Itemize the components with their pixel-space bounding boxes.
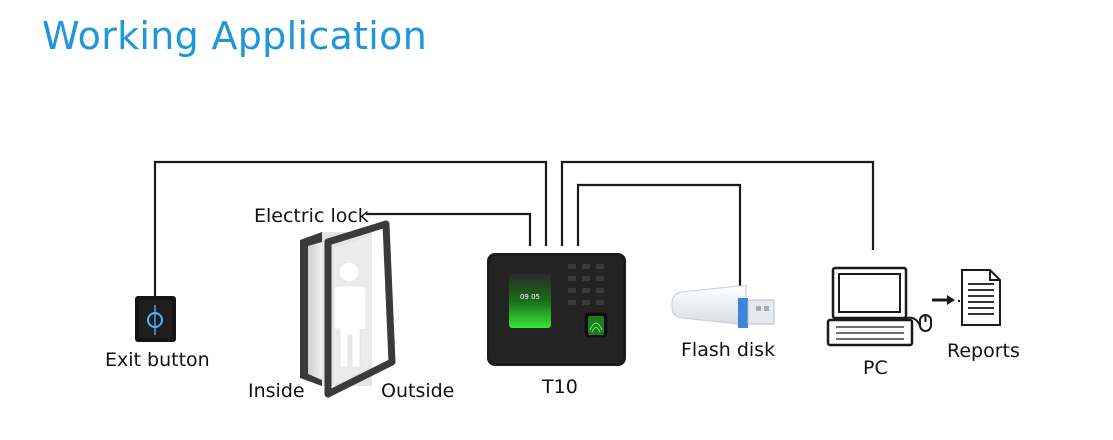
- label-pc: PC: [863, 357, 888, 379]
- arrow-icon: [932, 295, 961, 305]
- page-title: Working Application: [42, 14, 428, 58]
- fingerprint-terminal-icon: 09 05: [487, 253, 626, 366]
- label-exit-button: Exit button: [105, 349, 210, 371]
- wire-exit-button: [153, 160, 548, 296]
- label-device: T10: [542, 376, 578, 398]
- label-electric-lock: Electric lock: [254, 205, 369, 227]
- label-flash-disk: Flash disk: [681, 339, 776, 361]
- door-icon: [300, 220, 396, 398]
- label-outside: Outside: [381, 380, 455, 402]
- label-inside: Inside: [248, 380, 305, 402]
- wires: [153, 160, 875, 296]
- wire-flash-disk: [576, 183, 742, 286]
- document-icon: [961, 269, 1001, 326]
- screen-time: 09 05: [520, 293, 540, 301]
- exit-button-icon: [135, 296, 176, 342]
- usb-flash-icon: [671, 285, 775, 328]
- wire-pc: [560, 160, 875, 250]
- label-reports: Reports: [947, 340, 1020, 362]
- wire-electric-lock: [366, 212, 532, 246]
- computer-icon: [826, 266, 932, 347]
